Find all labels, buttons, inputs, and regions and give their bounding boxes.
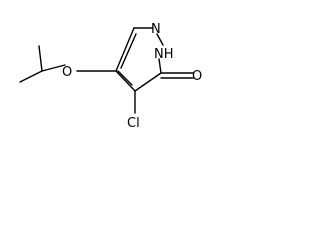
atom-o-ketone: O	[192, 69, 202, 84]
bond-c3-c4	[134, 72, 162, 92]
bond-c5-c6-double	[120, 33, 137, 69]
bond-o-ch	[41, 64, 66, 72]
atom-o-ether: O	[62, 65, 72, 80]
atom-n1: N	[151, 22, 161, 37]
bond-ch-methyl-2	[38, 45, 43, 72]
bond-c4-c5-double	[117, 70, 133, 86]
atom-nh: NH	[154, 47, 174, 62]
bond-c5-c6	[115, 27, 135, 72]
chemical-structure: N NH O Cl O	[19, 22, 202, 131]
bond-n2-c3	[158, 58, 162, 74]
bond-n1-n2	[156, 33, 164, 46]
bond-c4-c5	[115, 70, 136, 92]
bond-ch-methyl-1	[19, 70, 43, 83]
atom-cl: Cl	[127, 116, 140, 131]
